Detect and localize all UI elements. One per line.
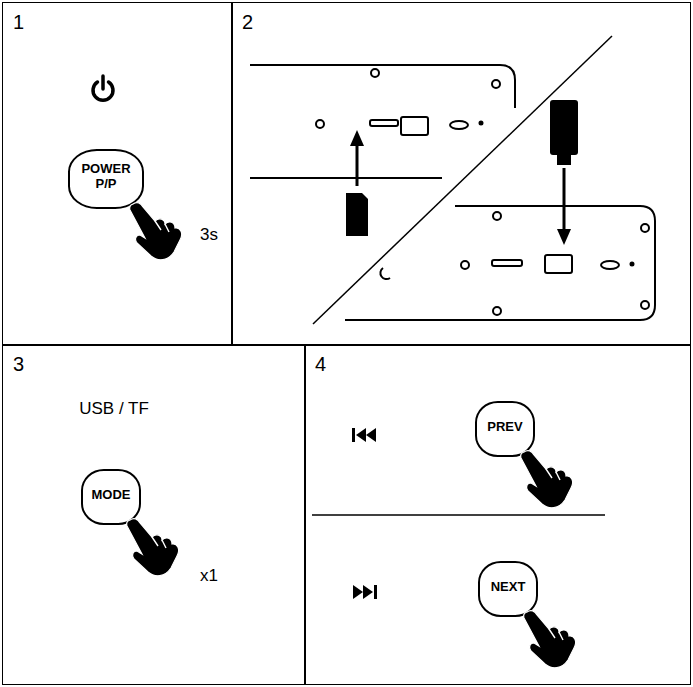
tf-card [346, 193, 368, 236]
device-back-upper [316, 120, 324, 128]
prev-symbol [356, 428, 366, 442]
pointing-hand [127, 519, 179, 576]
prev-symbol [352, 428, 376, 442]
next-symbol [363, 585, 373, 599]
device-back-lower [461, 261, 469, 269]
divider-diagonal [313, 36, 612, 324]
device-back-lower [345, 206, 655, 320]
usb-stick [550, 100, 578, 155]
device-back-lower [345, 206, 655, 320]
next-symbol [353, 585, 363, 599]
mode-label: USB / TF [79, 399, 149, 419]
device-back-lower [493, 307, 501, 315]
press-count: x1 [200, 566, 218, 586]
tf-card [350, 130, 364, 146]
usb-stick [557, 155, 571, 165]
separator-line [312, 514, 605, 516]
device-back-lower [641, 224, 649, 232]
pointing-hand [520, 448, 572, 508]
usb-stick [550, 100, 578, 245]
device-back-lower [545, 255, 572, 273]
pointing-hand [130, 203, 182, 260]
button-label: POWER P/P [78, 161, 134, 191]
device-back-upper [492, 80, 500, 88]
device-back-lower [601, 261, 619, 269]
device-back-upper [250, 65, 515, 108]
button-key: POWER P/P [68, 149, 144, 209]
step-number: 1 [13, 11, 24, 34]
device-back-lower [641, 301, 649, 309]
usb-stick [557, 229, 571, 245]
step-number: 2 [242, 11, 253, 34]
device-back-lower [631, 263, 634, 266]
button-key: PREV [475, 401, 535, 457]
step-panel: PREV NEXT 4 [304, 344, 691, 685]
step-panel: POWER P/P 1 3s [2, 2, 233, 346]
step-number: 3 [13, 353, 24, 376]
next-symbol [353, 585, 377, 599]
press-count: 3s [200, 225, 218, 245]
pointing-hand [524, 611, 576, 668]
device-back-upper [480, 122, 483, 125]
step-panel: MODE 3USB / TF x1 [2, 344, 306, 685]
next-symbol [374, 585, 377, 599]
pointing-hand [129, 200, 181, 260]
tf-card [346, 130, 368, 236]
device-back-upper [401, 117, 428, 135]
usb-stick [563, 168, 566, 230]
device-back-upper [371, 69, 379, 77]
device-back-lower [493, 212, 501, 220]
device-back-upper [250, 65, 515, 178]
device-back-lower [380, 268, 390, 279]
power-symbol [101, 76, 105, 89]
button-key: MODE [81, 469, 141, 525]
button-label: PREV [487, 419, 522, 434]
button-label: MODE [92, 487, 131, 502]
prev-symbol [366, 428, 376, 442]
pointing-hand [523, 608, 575, 668]
step-panel: 2 [231, 2, 691, 346]
tf-card [356, 143, 359, 186]
button-label: NEXT [491, 579, 526, 594]
step-number: 4 [315, 353, 326, 376]
device-back-lower [492, 260, 522, 266]
device-back-upper [450, 121, 468, 129]
prev-symbol [352, 428, 355, 442]
pointing-hand [126, 516, 178, 576]
button-key: NEXT [478, 561, 538, 617]
device-back-upper [250, 177, 442, 179]
power-symbol [93, 76, 113, 100]
pointing-hand [521, 451, 573, 508]
device-back-upper [370, 120, 398, 126]
